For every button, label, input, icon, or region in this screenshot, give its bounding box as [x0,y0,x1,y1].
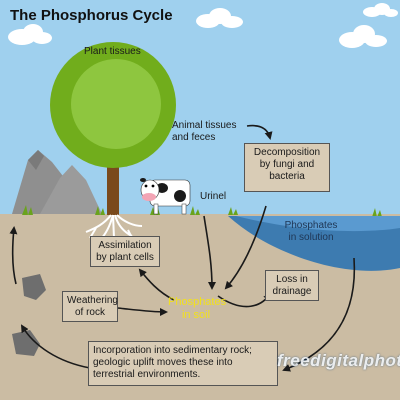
cloud-icon [8,24,52,45]
cloud-icon [196,8,243,28]
phosphates-in-solution-label: Phosphates in solution [284,220,338,243]
mountains-icon [12,150,102,214]
loss-in-drainage-box: Loss in drainage [265,270,319,301]
watermark: freedigitalphotos.net [277,351,400,370]
assimilation-box: Assimilation by plant cells [90,236,160,267]
phosphates-in-soil-label: Phosphates in soil [168,296,227,321]
incorporation-box: Incorporation into sedimentary rock; geo… [88,341,278,386]
rock-icon [12,330,40,356]
arrow [246,124,273,140]
roots-icon [85,214,143,243]
arrow [224,205,267,290]
decomposition-box: Decomposition by fungi and bacteria [244,143,330,192]
arrow [9,226,18,285]
urine-label: Urinel [200,191,227,202]
cloud-icon [363,3,398,17]
diagram-title: The Phosphorus Cycle [10,7,173,24]
arrow [203,215,216,290]
arrow [20,324,91,369]
cow-icon [140,178,191,215]
rock-icon [22,274,46,300]
cloud-icon [339,25,387,48]
animal-tissues-label: Animal tissues and feces [172,120,237,143]
grass-icon [22,205,382,217]
arrow [117,307,168,316]
arrow [138,268,175,301]
weathering-box: Weathering of rock [62,291,118,322]
tree-icon [50,42,176,215]
arrow [282,257,356,372]
water-highlight [236,216,400,232]
plant-tissues-label: Plant tissues [84,46,141,57]
